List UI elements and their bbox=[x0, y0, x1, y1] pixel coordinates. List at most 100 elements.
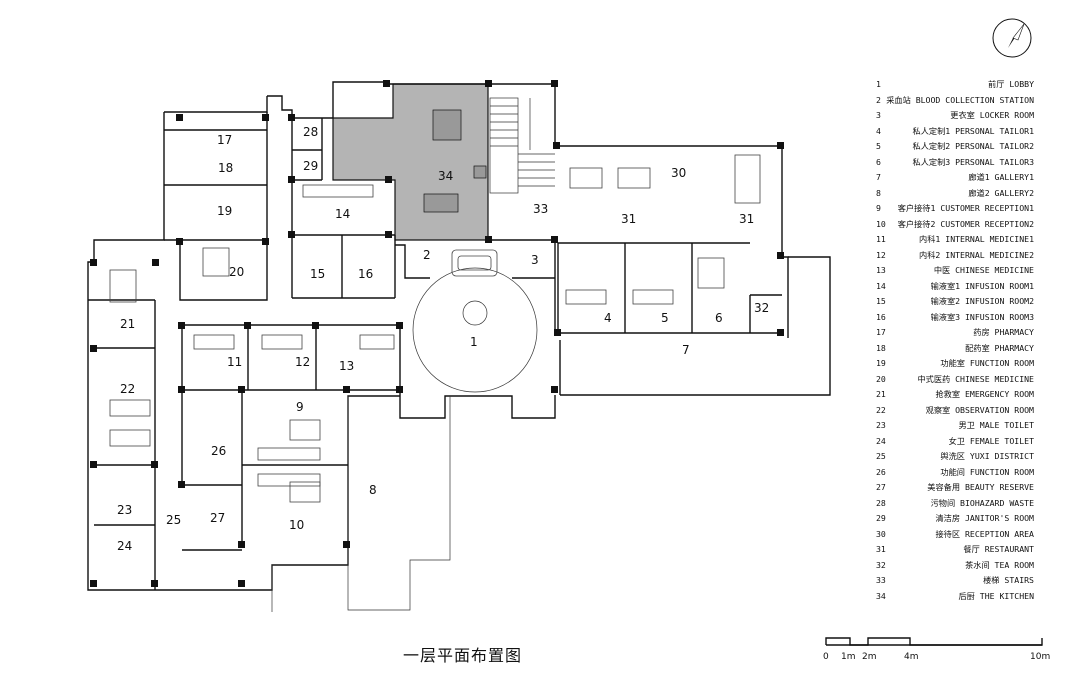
legend-name: 观察室 OBSERVATION ROOM bbox=[925, 404, 1034, 415]
legend-name: 功能室 FUNCTION ROOM bbox=[940, 358, 1034, 368]
room-label-18: 18 bbox=[218, 161, 233, 175]
room-label-6: 6 bbox=[715, 311, 723, 325]
legend-number: 28 bbox=[876, 497, 886, 508]
room-label-31b: 31 bbox=[739, 212, 754, 226]
legend-name: 输液室1 INFUSION ROOM1 bbox=[930, 280, 1034, 291]
room-label-28: 28 bbox=[303, 125, 318, 139]
legend-row: 20 中式医药 CHINESE MEDICINE bbox=[876, 372, 1034, 388]
legend-name: 后厨 THE KITCHEN bbox=[958, 590, 1034, 601]
legend-number: 2 bbox=[876, 94, 881, 105]
legend-number: 22 bbox=[876, 404, 886, 415]
legend-name: 中医 CHINESE MEDICINE bbox=[933, 265, 1034, 275]
legend-number: 20 bbox=[876, 373, 886, 384]
legend-row: 19 功能室 FUNCTION ROOM bbox=[876, 356, 1034, 372]
legend-name: 楼梯 STAIRS bbox=[983, 575, 1034, 585]
legend-name: 内科1 INTERNAL MEDICINE1 bbox=[919, 234, 1034, 244]
scale-label-0: 0 bbox=[823, 652, 829, 662]
legend-name: 廊道1 GALLERY1 bbox=[968, 172, 1034, 182]
room-label-3: 3 bbox=[531, 253, 539, 267]
legend-name: 输液室3 INFUSION ROOM3 bbox=[930, 311, 1034, 322]
legend-name: 药房 PHARMACY bbox=[973, 327, 1034, 337]
legend-number: 13 bbox=[876, 265, 886, 275]
room-label-15: 15 bbox=[310, 267, 325, 281]
plan-title: 一层平面布置图 bbox=[403, 646, 523, 665]
legend-name: 采血站 BLOOD COLLECTION STATION bbox=[886, 94, 1034, 105]
north-arrow-icon bbox=[992, 18, 1032, 58]
legend-number: 25 bbox=[876, 451, 886, 461]
room-label-9: 9 bbox=[296, 400, 304, 414]
room-label-27: 27 bbox=[210, 511, 225, 525]
scale-label-10m: 10m bbox=[1030, 652, 1051, 662]
legend-number: 30 bbox=[876, 528, 886, 539]
legend-name: 女卫 FEMALE TOILET bbox=[948, 435, 1034, 446]
legend-number: 3 bbox=[876, 110, 881, 120]
room-label-22: 22 bbox=[120, 382, 135, 396]
room-label-2: 2 bbox=[423, 248, 431, 262]
legend-row: 33 楼梯 STAIRS bbox=[876, 573, 1034, 589]
legend-name: 内科2 INTERNAL MEDICINE2 bbox=[919, 249, 1034, 260]
legend-number: 1 bbox=[876, 79, 881, 89]
legend-name: 私人定制3 PERSONAL TAILOR3 bbox=[912, 156, 1034, 167]
room-label-31a: 31 bbox=[621, 212, 636, 226]
room-label-11: 11 bbox=[227, 355, 242, 369]
legend-row: 16 输液室3 INFUSION ROOM3 bbox=[876, 310, 1034, 326]
kitchen-area bbox=[332, 83, 489, 241]
legend-row: 8 廊道2 GALLERY2 bbox=[876, 186, 1034, 202]
scale-label-2m: 2m bbox=[862, 652, 877, 662]
legend-number: 16 bbox=[876, 311, 886, 322]
legend-name: 中式医药 CHINESE MEDICINE bbox=[917, 373, 1034, 384]
legend-number: 12 bbox=[876, 249, 886, 260]
legend-number: 8 bbox=[876, 187, 881, 198]
stairs bbox=[489, 97, 555, 194]
room-label-24: 24 bbox=[117, 539, 132, 553]
legend-number: 15 bbox=[876, 296, 886, 306]
legend-name: 更衣室 LOCKER ROOM bbox=[950, 110, 1034, 120]
legend-name: 廊道2 GALLERY2 bbox=[968, 187, 1034, 198]
structural-columns bbox=[90, 80, 784, 587]
legend-number: 23 bbox=[876, 420, 886, 430]
legend-name: 接待区 RECEPTION AREA bbox=[935, 528, 1034, 539]
legend-name: 前厅 LOBBY bbox=[988, 79, 1034, 89]
legend-name: 餐厅 RESTAURANT bbox=[963, 544, 1034, 554]
room-label-13: 13 bbox=[339, 359, 354, 373]
kitchen-fixtures bbox=[423, 109, 487, 213]
room-number-labels: 1 2 3 4 5 6 7 8 9 10 11 12 13 14 15 16 1… bbox=[117, 125, 769, 553]
interior-walls bbox=[88, 112, 782, 590]
legend-name: 私人定制1 PERSONAL TAILOR1 bbox=[912, 125, 1034, 136]
legend-number: 9 bbox=[876, 203, 881, 213]
legend-row: 22 观察室 OBSERVATION ROOM bbox=[876, 403, 1034, 419]
legend-number: 18 bbox=[876, 342, 886, 353]
legend-name: 私人定制2 PERSONAL TAILOR2 bbox=[912, 141, 1034, 151]
legend-number: 32 bbox=[876, 559, 886, 570]
legend-number: 26 bbox=[876, 466, 886, 477]
legend-number: 24 bbox=[876, 435, 886, 446]
legend-number: 33 bbox=[876, 575, 886, 585]
room-label-33: 33 bbox=[533, 202, 548, 216]
room-label-21: 21 bbox=[120, 317, 135, 331]
legend-name: 清洁房 JANITOR'S ROOM bbox=[935, 513, 1034, 523]
room-label-29: 29 bbox=[303, 159, 318, 173]
room-label-17: 17 bbox=[217, 133, 232, 147]
room-label-8: 8 bbox=[369, 483, 377, 497]
legend-row: 9 客户接待1 CUSTOMER RECEPTION1 bbox=[876, 201, 1034, 217]
room-label-34: 34 bbox=[438, 169, 453, 183]
room-label-25: 25 bbox=[166, 513, 181, 527]
legend-number: 19 bbox=[876, 358, 886, 368]
legend-name: 美容备用 BEAUTY RESERVE bbox=[927, 482, 1034, 492]
room-label-30: 30 bbox=[671, 166, 686, 180]
legend-name: 客户接待1 CUSTOMER RECEPTION1 bbox=[897, 203, 1034, 213]
